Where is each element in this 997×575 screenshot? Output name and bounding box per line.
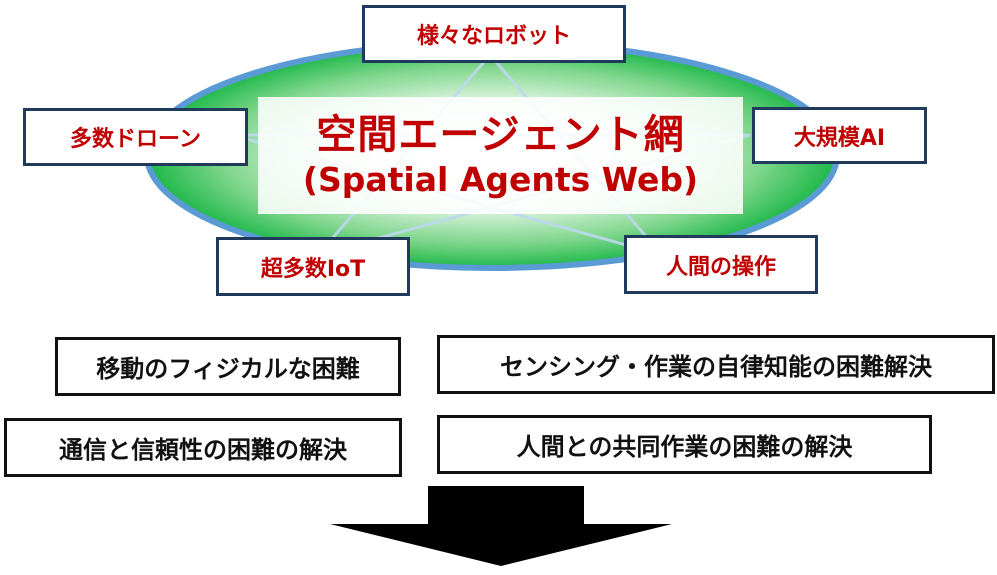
challenge-physical-mobility: 移動のフィジカルな困難 xyxy=(55,337,401,396)
center-title: 空間エージェント網 xyxy=(316,111,685,158)
challenge-autonomous-sensing: センシング・作業の自律知能の困難解決 xyxy=(437,335,995,394)
center-subtitle: (Spatial Agents Web) xyxy=(302,159,699,199)
agent-human-operation: 人間の操作 xyxy=(624,235,818,294)
agent-drones: 多数ドローン xyxy=(23,108,248,166)
spatial-agents-web-label: 空間エージェント網 (Spatial Agents Web) xyxy=(258,97,743,214)
challenge-communication: 通信と信頼性の困難の解決 xyxy=(4,418,402,477)
down-arrow-shaft xyxy=(428,486,584,524)
agent-iot: 超多数IoT xyxy=(216,237,410,296)
down-arrow-head xyxy=(330,524,672,566)
agent-robots: 様々なロボット xyxy=(362,5,626,63)
agent-large-ai: 大規模AI xyxy=(752,107,927,164)
down-arrow xyxy=(330,486,672,566)
challenge-human-collaboration: 人間との共同作業の困難の解決 xyxy=(437,415,932,474)
